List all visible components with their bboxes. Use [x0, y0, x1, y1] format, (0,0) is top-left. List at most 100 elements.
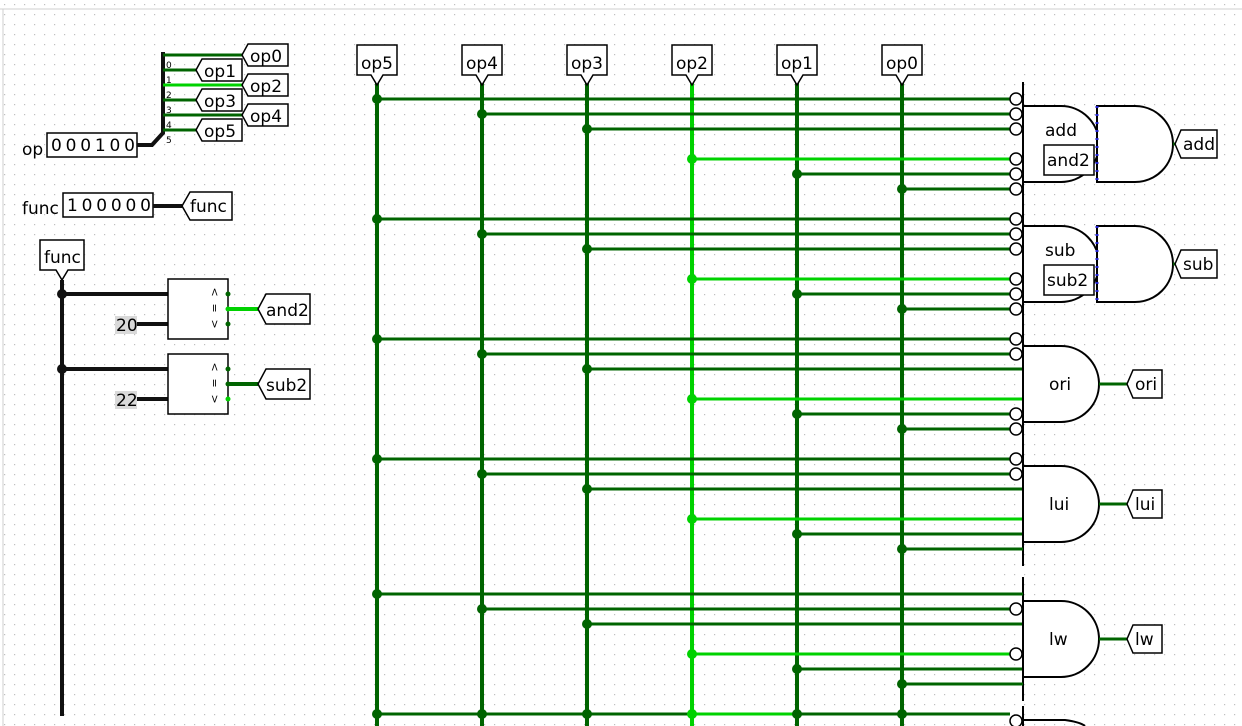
lui-junction-op0 [897, 544, 907, 554]
output-tunnel-sub[interactable]: sub [1174, 249, 1218, 279]
bit-tunnel-op2[interactable]: op2 [671, 44, 713, 87]
ori-inverter-bubble-4 [1009, 407, 1023, 421]
constant-22: 22 [116, 391, 138, 411]
sub-final-and-gate[interactable] [1096, 225, 1174, 303]
bit-tunnel-label-op1: op1 [781, 54, 813, 74]
comparator-2[interactable] [167, 353, 229, 415]
tunnel-and2[interactable]: and2 [257, 293, 311, 325]
func-source-tunnel[interactable]: func [39, 239, 85, 282]
comparator-1-lt: < [208, 319, 221, 328]
splitter-bit-3: 3 [166, 106, 172, 116]
sub-inverter-bubble-5 [1009, 302, 1023, 316]
op-input-pin[interactable] [46, 132, 138, 158]
next-row-junction-op4 [477, 709, 487, 719]
splitter-bit-5: 5 [166, 136, 172, 146]
split-tunnel-op2[interactable]: op2 [241, 73, 289, 97]
next-row-junction-op1 [792, 709, 802, 719]
ori-junction-op5 [372, 334, 382, 344]
split-tunnel-op5[interactable]: op5 [195, 118, 243, 142]
bit-tunnel-op5[interactable]: op5 [356, 44, 398, 87]
constant-20: 20 [116, 316, 138, 336]
func-input-pin[interactable] [62, 192, 154, 218]
bit-tunnel-layer: op5 op4 op3 op2 op1 op0 [356, 44, 923, 87]
sub-junction-op2 [687, 274, 697, 284]
bit-tunnel-op4[interactable]: op4 [461, 44, 503, 87]
lui-junction-op2 [687, 514, 697, 524]
add-inverter-bubble-2 [1009, 122, 1023, 136]
output-tunnel-lui[interactable]: lui [1126, 489, 1163, 519]
ori-inverter-bubble-1 [1009, 347, 1023, 361]
splitter-bit-4: 4 [166, 121, 172, 131]
op-input-label: op [22, 140, 43, 160]
bit-tunnel-op0[interactable]: op0 [881, 44, 923, 87]
split-tunnel-op1[interactable]: op1 [195, 58, 243, 82]
ori-junction-op2 [687, 394, 697, 404]
bit-tunnel-op3[interactable]: op3 [566, 44, 608, 87]
add-final-and-gate[interactable] [1096, 105, 1174, 183]
ori-and-gate[interactable] [1022, 345, 1100, 423]
tunnel-and2-ref[interactable]: and2 [1043, 144, 1095, 176]
lw-gate-label: lw [1049, 630, 1068, 650]
tunnel-sub2-ref[interactable]: sub2 [1043, 264, 1095, 296]
split-tunnel-op4[interactable]: op4 [241, 103, 289, 127]
svg-text:op5: op5 [204, 122, 236, 142]
comparator-1[interactable] [167, 278, 229, 340]
lui-junction-op5 [372, 454, 382, 464]
splitter-bit-labels: 0 1 2 3 4 5 [166, 61, 172, 146]
ori-junction-op1 [792, 409, 802, 419]
func-input-value: 1 0 0 0 0 0 [67, 196, 151, 216]
next-row-inverter-bubble [1009, 714, 1023, 726]
lui-inverter-bubble-0 [1009, 452, 1023, 466]
comparator-2-eq: = [208, 378, 221, 387]
ori-inverter-bubble-5 [1009, 422, 1023, 436]
lw-and-gate[interactable] [1022, 600, 1100, 678]
lw-junction-op3 [582, 619, 592, 629]
sub-inverter-bubble-2 [1009, 242, 1023, 256]
sub-junction-op5 [372, 214, 382, 224]
split-tunnel-op0[interactable]: op0 [241, 43, 289, 67]
sub-junction-op4 [477, 229, 487, 239]
add-junction-op5 [372, 94, 382, 104]
lui-junction-op3 [582, 484, 592, 494]
add-inverter-bubble-1 [1009, 107, 1023, 121]
split-tunnel-op3[interactable]: op3 [195, 88, 243, 112]
add-inverter-bubble-5 [1009, 182, 1023, 196]
add-junction-op2 [687, 154, 697, 164]
sub-inverter-bubble-4 [1009, 287, 1023, 301]
tunnel-sub2[interactable]: sub2 [257, 368, 311, 400]
output-tunnel-lw[interactable]: lw [1126, 624, 1163, 654]
output-tunnel-add[interactable]: add [1174, 129, 1218, 159]
lw-inverter-bubble-1 [1009, 602, 1023, 616]
ori-junction-op3 [582, 364, 592, 374]
next-row-junction-op3 [582, 709, 592, 719]
output-label-ori: ori [1135, 375, 1157, 395]
svg-text:op1: op1 [204, 62, 236, 82]
add-junction-op1 [792, 169, 802, 179]
output-tunnel-ori[interactable]: ori [1126, 369, 1163, 399]
output-label-lw: lw [1135, 630, 1154, 650]
add-inverter-bubble-0 [1009, 92, 1023, 106]
svg-text:op4: op4 [250, 107, 282, 127]
add-inverter-bubble-3 [1009, 152, 1023, 166]
splitter-bit-0: 0 [166, 61, 172, 71]
op-input-block: op 0 0 0 1 0 0 0 1 2 3 4 5 op0 op1 op2 [22, 43, 289, 160]
sub-inverter-bubble-1 [1009, 227, 1023, 241]
lw-junction-op4 [477, 604, 487, 614]
func-tunnel[interactable]: func [181, 191, 233, 221]
lw-junction-op2 [687, 649, 697, 659]
op-splitter-bus [137, 52, 165, 147]
svg-text:and2: and2 [266, 301, 309, 321]
lw-inverter-bubble-3 [1009, 647, 1023, 661]
lui-and-gate[interactable] [1022, 465, 1100, 543]
func-input-block: func 1 0 0 0 0 0 func [22, 191, 233, 221]
output-label-lui: lui [1135, 495, 1155, 515]
sub-gate-label: sub [1045, 241, 1075, 261]
bit-tunnel-label-op2: op2 [676, 54, 708, 74]
func-input-label: func [22, 199, 59, 219]
ori-gate-label: ori [1049, 375, 1071, 395]
sub-junction-op3 [582, 244, 592, 254]
lw-junction-op0 [897, 679, 907, 689]
bit-tunnel-op1[interactable]: op1 [776, 44, 818, 87]
